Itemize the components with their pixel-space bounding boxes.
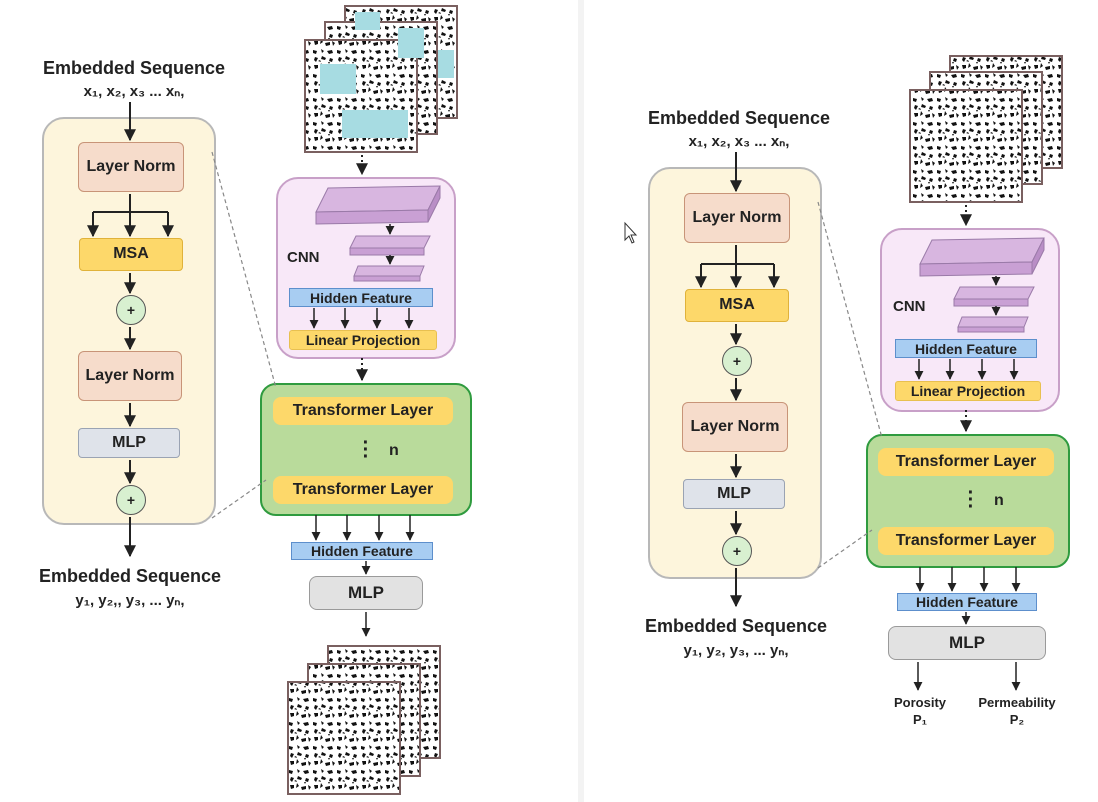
left-linear-projection: Linear Projection — [289, 330, 437, 350]
right-output-porosity: Porosity P₁ — [878, 695, 962, 729]
left-input-sequence-vars: x₁, x₂, x₃ ... xₙ, — [83, 83, 185, 100]
left-output-mlp: MLP — [309, 576, 423, 610]
porosity-symbol: P₁ — [912, 711, 928, 727]
left-cnn-label: CNN — [287, 249, 320, 266]
right-transformer-layer-bottom: Transformer Layer — [878, 527, 1054, 555]
panel-divider — [578, 0, 584, 802]
left-output-sequence-title: Embedded Sequence — [38, 566, 222, 586]
right-repeat-count: n — [994, 492, 1004, 509]
right-add-2-icon: + — [722, 536, 752, 566]
permeability-symbol: P₂ — [1009, 711, 1025, 727]
left-repeat-dots: ··· — [362, 432, 370, 468]
right-encoder-mlp: MLP — [683, 479, 785, 509]
right-add-1-icon: + — [722, 346, 752, 376]
right-output-sequence-title: Embedded Sequence — [644, 616, 828, 636]
left-output-sequence-vars: y₁, y₂,, y₃, ... yₙ, — [75, 592, 185, 609]
right-cnn-label: CNN — [893, 298, 926, 315]
left-transformer-layer-bottom: Transformer Layer — [273, 476, 453, 504]
permeability-label: Permeability — [978, 695, 1056, 710]
porosity-label: Porosity — [893, 695, 946, 710]
right-output-permeability: Permeability P₂ — [968, 695, 1066, 729]
right-hidden-feature-bottom: Hidden Feature — [897, 593, 1037, 611]
right-input-sequence-title: Embedded Sequence — [647, 108, 831, 128]
right-input-sequence-vars: x₁, x₂, x₃ ... xₙ, — [688, 133, 790, 150]
right-output-sequence-vars: y₁, y₂, y₃, ... yₙ, — [683, 642, 789, 659]
left-msa: MSA — [79, 238, 183, 271]
right-output-mlp: MLP — [888, 626, 1046, 660]
left-add-1-icon: + — [116, 295, 146, 325]
left-layer-norm-1: Layer Norm — [78, 142, 184, 192]
left-layer-norm-2: Layer Norm — [78, 351, 182, 401]
right-layer-norm-2: Layer Norm — [682, 402, 788, 452]
right-layer-norm-1: Layer Norm — [684, 193, 790, 243]
left-transformer-layer-top: Transformer Layer — [273, 397, 453, 425]
right-msa: MSA — [685, 289, 789, 322]
right-transformer-layer-top: Transformer Layer — [878, 448, 1054, 476]
left-hidden-feature-bottom: Hidden Feature — [291, 542, 433, 560]
left-input-sequence-title: Embedded Sequence — [42, 58, 226, 78]
left-add-2-icon: + — [116, 485, 146, 515]
left-repeat-count: n — [389, 442, 399, 459]
left-encoder-mlp: MLP — [78, 428, 180, 458]
left-hidden-feature-top: Hidden Feature — [289, 288, 433, 307]
right-linear-projection: Linear Projection — [895, 381, 1041, 401]
right-repeat-dots: ··· — [967, 482, 975, 518]
right-hidden-feature-top: Hidden Feature — [895, 339, 1037, 358]
